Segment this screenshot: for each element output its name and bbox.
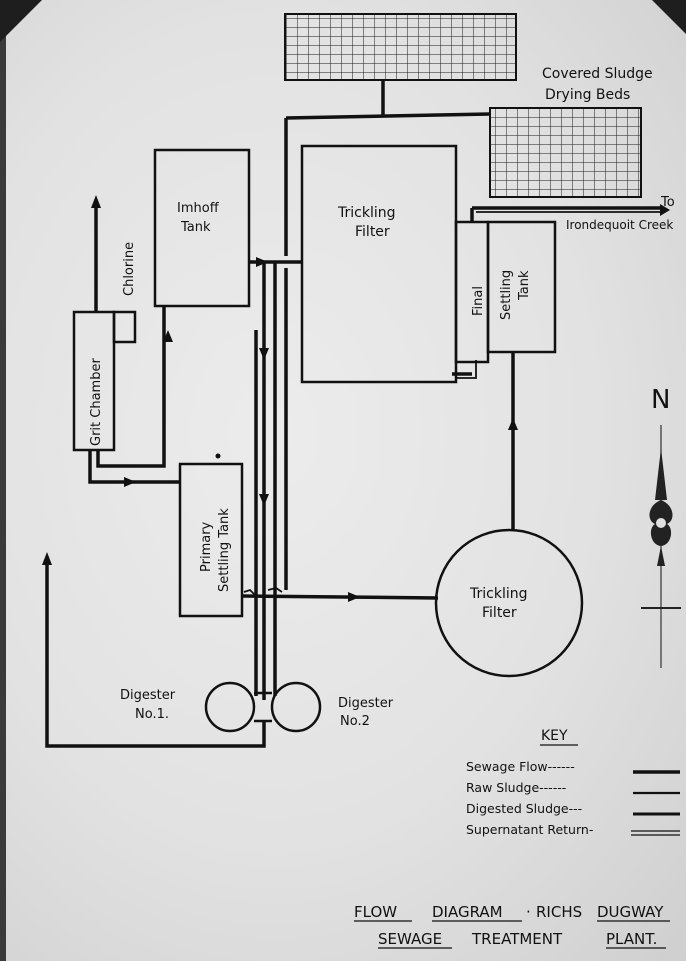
drying-bed-right [489, 107, 642, 198]
trickling-round-label-1: Trickling [469, 586, 527, 602]
legend: KEY Sewage Flow------ Raw Sludge------ D… [466, 728, 680, 837]
chlorine-label: Chlorine [122, 242, 137, 296]
trickling-top-label-2: Filter [355, 224, 390, 240]
primary-label-2: Settling Tank [217, 508, 232, 592]
final-label-2: Settling [499, 270, 514, 320]
digester2-label-1: Digester [338, 696, 394, 711]
key-title: KEY [541, 728, 568, 744]
photo-edge [0, 0, 6, 961]
title-word-diagram: DIAGRAM [432, 903, 503, 921]
key-line-supernatant [631, 830, 680, 836]
trickling-filter-round [434, 528, 584, 678]
digester2-label-2: No.2 [340, 714, 370, 729]
grit-chamber [72, 310, 116, 452]
title-word-treatment: TREATMENT [471, 930, 563, 948]
key-item-sewage-flow: Sewage Flow------ [466, 759, 575, 774]
north-label: N [651, 385, 670, 415]
final-settling-tank [486, 220, 557, 354]
final-label-1: Final [471, 286, 486, 316]
key-item-digested-sludge: Digested Sludge--- [466, 801, 582, 816]
key-item-raw-sludge: Raw Sludge------ [466, 780, 566, 795]
flow-arrows [42, 195, 670, 602]
digester-2 [270, 681, 322, 733]
digester-link [254, 691, 272, 723]
title-word-richs: RICHS [536, 903, 582, 921]
grit-chamber-label: Grit Chamber [89, 358, 104, 446]
photo-corner-right [652, 0, 686, 34]
chlorine-box [112, 310, 137, 344]
photo-corner-left [0, 0, 42, 42]
primary-settling-tank [178, 462, 244, 618]
drying-beds-label-1: Covered Sludge [542, 66, 653, 82]
imhoff-label-2: Tank [180, 220, 211, 235]
digester1-label-2: No.1. [135, 707, 169, 722]
title-dot: · [526, 903, 531, 921]
title-word-sewage: SEWAGE [378, 930, 442, 948]
trickling-filter-rect [300, 144, 458, 384]
outlet-dest-label: Irondequoit Creek [566, 218, 673, 232]
trickling-round-label-2: Filter [482, 605, 517, 621]
drying-beds-label-2: Drying Beds [545, 87, 630, 103]
digester-1 [204, 681, 256, 733]
pipe-thin [243, 211, 660, 597]
digester1-label-1: Digester [120, 688, 176, 703]
primary-label-1: Primary [199, 521, 214, 572]
title-word-plant: PLANT. [606, 930, 657, 948]
imhoff-label-1: Imhoff [177, 201, 220, 216]
title-word-dugway: DUGWAY [597, 903, 664, 921]
final-label-3: Tank [517, 270, 532, 301]
diagram-title: FLOW DIAGRAM · RICHS DUGWAY SEWAGE TREAT… [354, 903, 670, 949]
outlet-to-label: To [660, 195, 675, 210]
key-item-supernatant: Supernatant Return- [466, 822, 593, 837]
title-word-flow: FLOW [354, 903, 397, 921]
trickling-top-label-1: Trickling [337, 205, 395, 221]
north-arrow-icon: N [641, 385, 681, 668]
imhoff-tank [153, 148, 251, 308]
drying-bed-top [284, 13, 517, 81]
primary-marker-dot [215, 453, 221, 459]
pipe-network [45, 80, 660, 748]
